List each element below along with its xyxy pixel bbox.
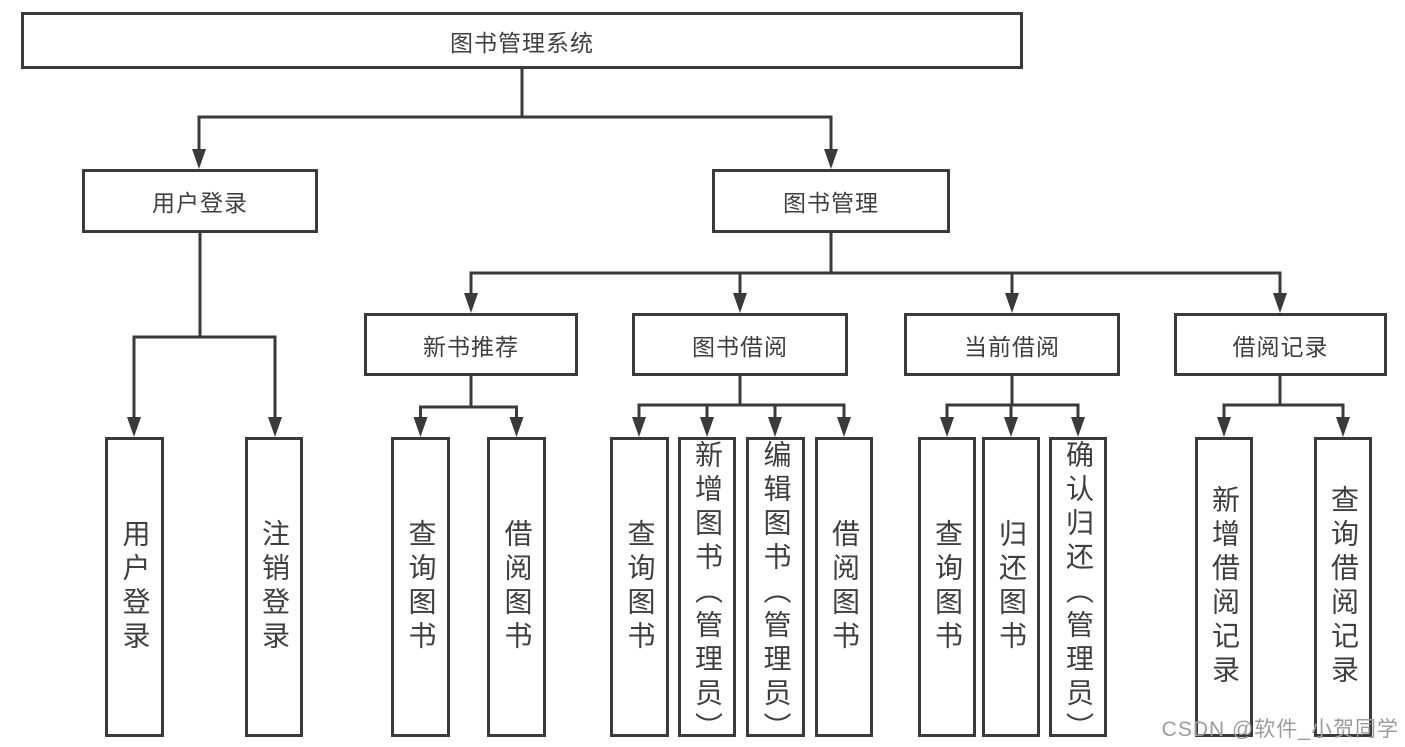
leaf-query-borrow-record-label: 查询借阅记录 bbox=[1328, 485, 1359, 689]
leaf-user-login-label: 用户登录 bbox=[119, 519, 151, 655]
node-root-label: 图书管理系统 bbox=[450, 29, 594, 56]
leaf-query-books-recommend-label: 查询图书 bbox=[405, 519, 437, 655]
leaf-edit-books-admin: 编辑图书（管理员） bbox=[746, 437, 805, 746]
node-root: 图书管理系统 bbox=[21, 12, 1023, 69]
leaf-query-books-recommend: 查询图书 bbox=[391, 437, 450, 737]
leaf-add-borrow-record: 新增借阅记录 bbox=[1195, 437, 1253, 737]
leaf-query-books-current: 查询图书 bbox=[918, 437, 976, 737]
leaf-borrow-books-recommend-label: 借阅图书 bbox=[501, 519, 533, 655]
connector-borrowing-split bbox=[637, 376, 846, 420]
connector-user-login-split bbox=[132, 233, 277, 419]
arrowheads bbox=[127, 149, 1350, 437]
leaf-user-login: 用户登录 bbox=[105, 437, 164, 737]
node-book-borrowing-label: 图书借阅 bbox=[692, 333, 788, 360]
leaf-borrow-books-recommend: 借阅图书 bbox=[487, 437, 546, 737]
node-current-borrowing: 当前借阅 bbox=[904, 313, 1120, 376]
leaf-add-books-admin: 新增图书（管理员） bbox=[678, 437, 736, 746]
leaf-confirm-return-admin: 确认归还（管理员） bbox=[1049, 437, 1107, 746]
node-new-book-recommendation-label: 新书推荐 bbox=[423, 333, 519, 360]
node-book-management: 图书管理 bbox=[712, 169, 950, 233]
watermark: CSDN @软件_小贺同学 bbox=[1161, 718, 1399, 741]
leaf-borrow-books-borrowing-label: 借阅图书 bbox=[829, 519, 860, 655]
connector-book-management-split bbox=[469, 233, 1282, 296]
leaf-add-books-admin-label: 新增图书（管理员） bbox=[692, 440, 723, 746]
connector-recommend-split bbox=[419, 376, 518, 420]
node-user-login-label: 用户登录 bbox=[152, 190, 248, 216]
node-book-management-label: 图书管理 bbox=[783, 190, 879, 216]
node-new-book-recommendation: 新书推荐 bbox=[364, 313, 578, 376]
leaf-return-books: 归还图书 bbox=[982, 437, 1040, 737]
connector-root-split bbox=[197, 69, 833, 151]
leaf-query-books-borrowing-label: 查询图书 bbox=[624, 519, 656, 655]
leaf-query-books-current-label: 查询图书 bbox=[932, 519, 963, 655]
node-borrowing-records: 借阅记录 bbox=[1174, 313, 1387, 376]
connector-current-split bbox=[945, 376, 1080, 420]
leaf-borrow-books-borrowing: 借阅图书 bbox=[815, 437, 873, 737]
leaf-logout: 注销登录 bbox=[245, 437, 303, 737]
leaf-add-borrow-record-label: 新增借阅记录 bbox=[1209, 485, 1240, 689]
node-book-borrowing: 图书借阅 bbox=[632, 313, 848, 376]
leaf-query-borrow-record: 查询借阅记录 bbox=[1314, 437, 1372, 737]
leaf-query-books-borrowing: 查询图书 bbox=[610, 437, 669, 737]
node-user-login: 用户登录 bbox=[82, 169, 318, 233]
leaf-return-books-label: 归还图书 bbox=[996, 519, 1027, 655]
node-current-borrowing-label: 当前借阅 bbox=[964, 333, 1060, 360]
leaf-edit-books-admin-label: 编辑图书（管理员） bbox=[760, 440, 792, 746]
leaf-logout-label: 注销登录 bbox=[259, 519, 290, 655]
connector-records-split bbox=[1222, 376, 1345, 420]
leaf-confirm-return-admin-label: 确认归还（管理员） bbox=[1063, 440, 1094, 746]
node-borrowing-records-label: 借阅记录 bbox=[1232, 333, 1329, 360]
